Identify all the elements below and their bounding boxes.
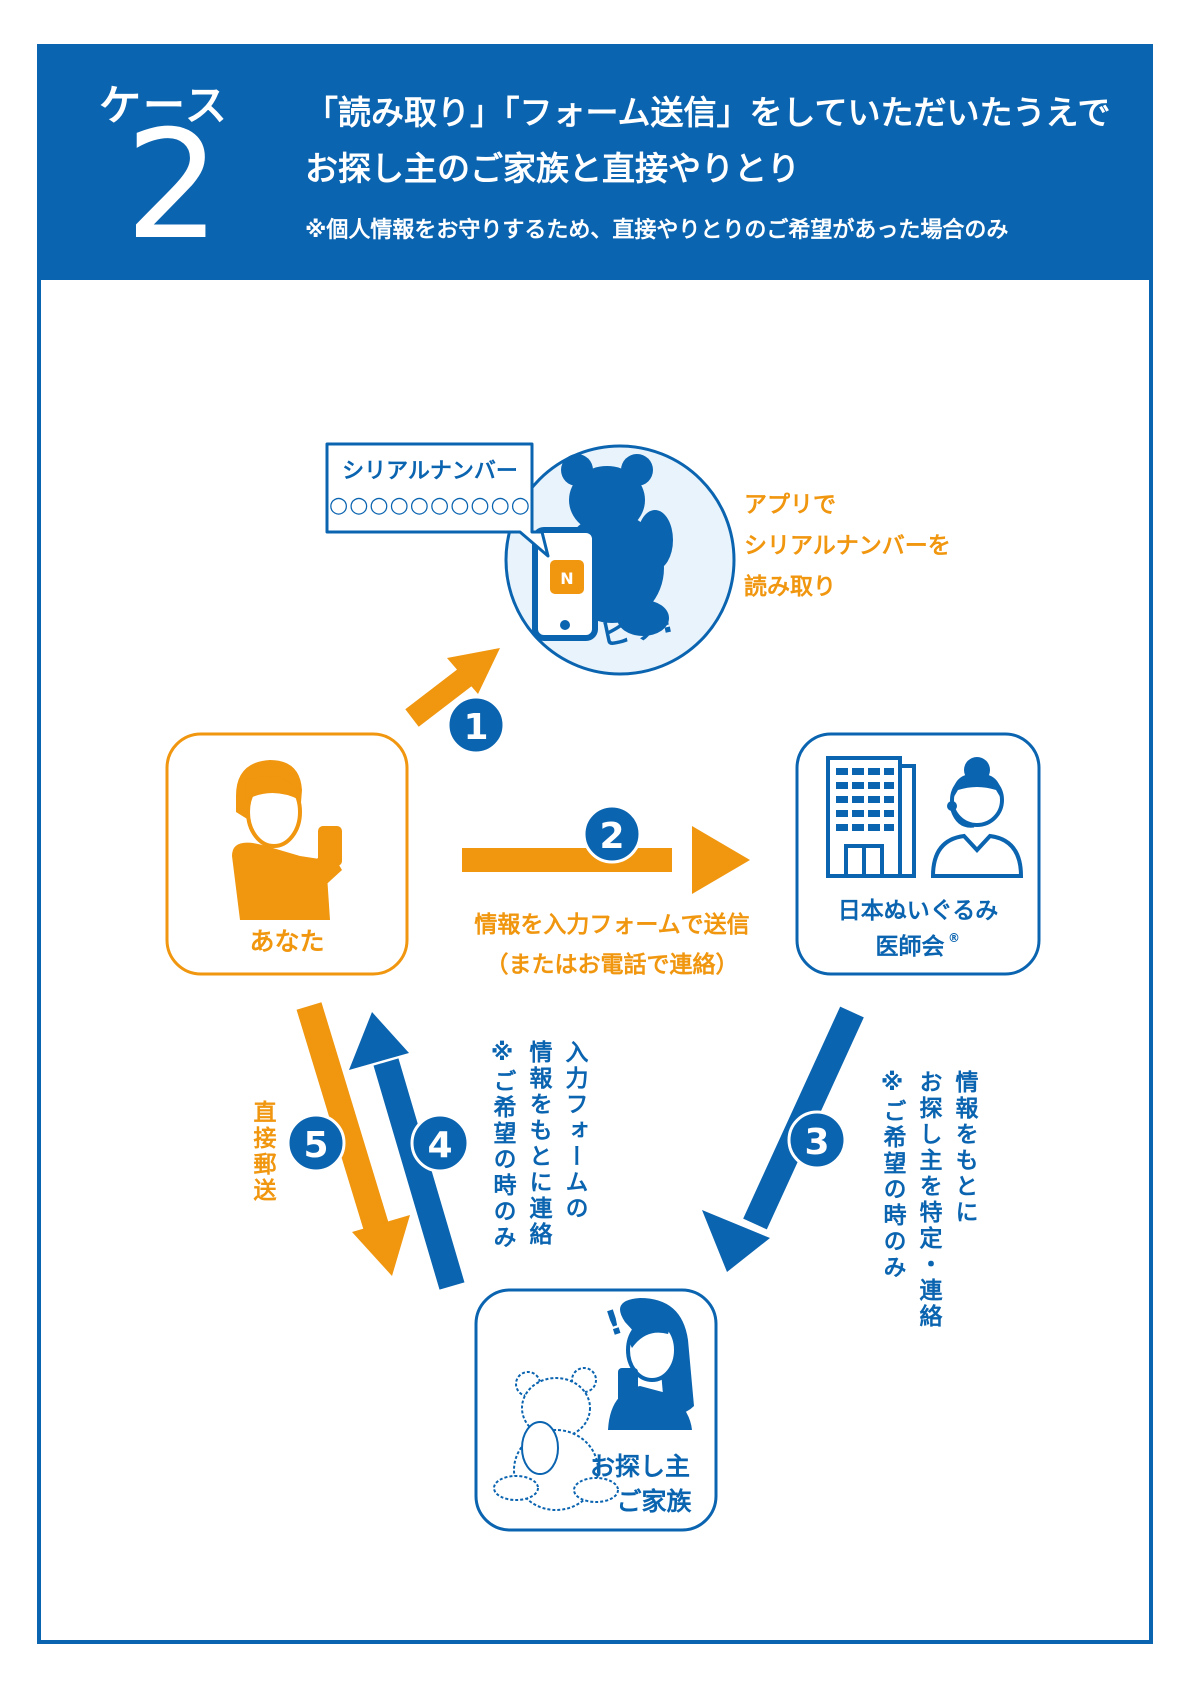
serial-bubble: シリアルナンバー ○○○○○○○○○○	[325, 442, 550, 558]
node-doctors-label-2: 医師会	[876, 933, 945, 960]
arrow-step-2	[462, 848, 672, 872]
person-with-phone-icon	[232, 760, 342, 920]
node-family-label-1: お探し主	[590, 1452, 690, 1481]
arrow-step-1	[405, 663, 479, 727]
nfc-mark: N	[560, 569, 573, 588]
case-number: 2	[125, 99, 221, 273]
header-banner: ケース 2 「読み取り」「フォーム送信」をしていただいたうえで お探し主のご家族…	[37, 44, 1153, 280]
call-operator-icon	[930, 757, 1024, 878]
bubble-title: シリアルナンバー	[342, 459, 518, 484]
step-5-caption: 直接郵送	[249, 1100, 275, 1204]
step-1-number: 1	[463, 707, 488, 748]
header-title-line1: 「読み取り」「フォーム送信」をしていただいたうえで	[305, 93, 1111, 132]
node-doctors: 日本ぬいぐるみ 医師会 ®	[795, 732, 1041, 976]
node-family-label-2: ご家族	[616, 1487, 692, 1516]
step-2-caption-1: 情報を入力フォームで送信	[474, 911, 749, 938]
registered-mark: ®	[948, 931, 960, 945]
arrow-step-4-head	[349, 1012, 409, 1070]
step-2-caption-2: （またはお電話で連絡）	[486, 951, 739, 978]
scan-caption-2: シリアルナンバーを	[744, 533, 951, 559]
arrow-step-1-head	[447, 648, 500, 694]
step-3-caption: 情報をもとに お探し主を特定・連絡 ※ご希望の時のみ	[879, 1070, 977, 1330]
node-family: ! お探し主 ご家族	[474, 1288, 718, 1532]
step-4-caption: 入力フォームの 情報をもとに連絡 ※ご希望の時のみ	[489, 1040, 587, 1251]
arrow-step-3-head	[702, 1210, 770, 1272]
step-3-number: 3	[804, 1122, 829, 1163]
scan-caption-1: アプリで	[744, 492, 836, 518]
nfc-icon	[550, 560, 584, 594]
step-2-number: 2	[599, 816, 624, 857]
arrow-step-4	[373, 1058, 465, 1290]
step-1-badge: 1	[446, 695, 506, 755]
header-title-line2: お探し主のご家族と直接やりとり	[305, 149, 800, 188]
woman-with-phone-icon: !	[601, 1298, 694, 1430]
office-building-icon	[826, 756, 916, 878]
smartphone-icon: N	[532, 527, 598, 641]
scan-caption-3: 読み取り	[744, 573, 836, 600]
teddy-bear-outline-icon	[493, 1367, 619, 1511]
node-you-label: あなた	[249, 927, 324, 956]
header-note: ※個人情報をお守りするため、直接やりとりのご希望があった場合のみ	[305, 218, 1009, 243]
step-4-number: 4	[427, 1125, 452, 1166]
arrow-step-2-head	[692, 826, 750, 894]
node-doctors-label-1: 日本ぬいぐるみ	[838, 898, 999, 924]
case-label: ケース	[99, 81, 229, 130]
step-3-badge: 3	[787, 1110, 847, 1170]
bubble-serial-code: ○○○○○○○○○○	[329, 493, 531, 518]
step-4-badge: 4	[410, 1113, 470, 1173]
arrow-step-5	[296, 1002, 389, 1230]
arrow-step-5-head	[352, 1215, 410, 1276]
scan-illustration: N ピッ! シリアルナンバー ○○○○○○○○○○	[325, 442, 736, 676]
step-2-badge: 2	[582, 804, 642, 864]
step-5-number: 5	[303, 1125, 328, 1166]
node-you: あなた	[165, 732, 409, 976]
step-5-badge: 5	[286, 1113, 346, 1173]
